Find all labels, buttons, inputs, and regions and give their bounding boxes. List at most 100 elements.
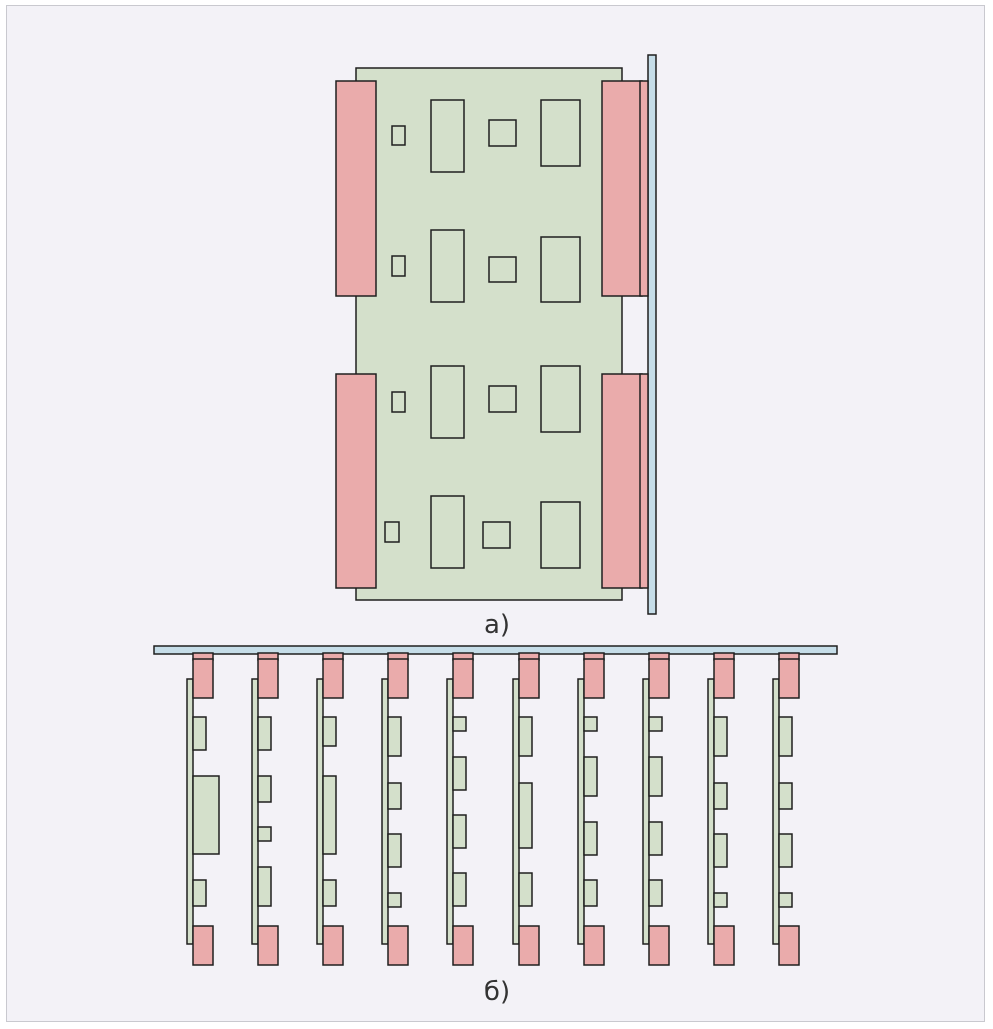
side-board-substrate xyxy=(772,678,780,945)
side-component xyxy=(257,826,272,842)
side-board-substrate xyxy=(446,678,454,945)
side-top-connector xyxy=(257,658,279,699)
side-component xyxy=(387,892,402,908)
side-component xyxy=(713,833,728,868)
side-top-connector xyxy=(778,658,800,699)
side-component xyxy=(257,775,272,803)
side-board-3 xyxy=(316,652,344,966)
side-component xyxy=(518,782,533,849)
tall-chip-1 xyxy=(430,99,465,173)
side-component xyxy=(192,775,220,855)
side-bottom-connector xyxy=(257,925,279,966)
side-component xyxy=(713,782,728,810)
side-component xyxy=(778,716,793,757)
figure-a-caption: а) xyxy=(484,610,510,640)
right-connector-2 xyxy=(601,373,643,589)
side-component xyxy=(322,879,337,907)
side-component xyxy=(713,892,728,908)
small-chip-1 xyxy=(391,125,406,146)
side-board-9 xyxy=(707,652,735,966)
side-top-connector xyxy=(387,658,409,699)
tall-chip-4 xyxy=(430,495,465,569)
side-component xyxy=(778,892,793,908)
side-board-substrate xyxy=(251,678,259,945)
side-component xyxy=(192,716,207,751)
figure-a-board-front-view xyxy=(335,54,657,615)
large-chip-4 xyxy=(540,501,581,569)
side-component xyxy=(518,716,533,757)
side-bottom-connector xyxy=(192,925,214,966)
tall-chip-3 xyxy=(430,365,465,439)
side-bottom-connector xyxy=(322,925,344,966)
square-chip-3 xyxy=(488,385,517,413)
left-connector-1 xyxy=(335,80,377,297)
side-top-connector xyxy=(192,658,214,699)
side-board-5 xyxy=(446,652,474,966)
board-body xyxy=(355,67,623,601)
side-bottom-connector xyxy=(648,925,670,966)
side-bottom-connector xyxy=(452,925,474,966)
side-component xyxy=(648,716,663,732)
small-chip-4 xyxy=(384,521,400,543)
side-component xyxy=(452,756,467,791)
side-bottom-connector xyxy=(778,925,800,966)
side-board-substrate xyxy=(707,678,715,945)
left-connector-2 xyxy=(335,373,377,589)
side-top-connector xyxy=(452,658,474,699)
horizontal-backplane xyxy=(153,645,838,655)
side-board-6 xyxy=(512,652,540,966)
tall-chip-2 xyxy=(430,229,465,303)
side-component xyxy=(452,872,467,907)
side-top-connector xyxy=(713,658,735,699)
side-board-8 xyxy=(642,652,670,966)
side-component xyxy=(387,716,402,757)
side-component xyxy=(648,821,663,856)
large-chip-1 xyxy=(540,99,581,167)
side-bottom-connector xyxy=(387,925,409,966)
large-chip-2 xyxy=(540,236,581,303)
side-component xyxy=(583,716,598,732)
small-chip-3 xyxy=(391,391,406,413)
side-board-substrate xyxy=(577,678,585,945)
side-component xyxy=(452,716,467,732)
side-top-connector xyxy=(648,658,670,699)
side-component xyxy=(257,866,272,907)
side-component xyxy=(713,716,728,757)
side-component xyxy=(387,833,402,868)
square-chip-2 xyxy=(488,256,517,283)
side-board-10 xyxy=(772,652,800,966)
square-chip-4 xyxy=(482,521,511,549)
side-component xyxy=(257,716,272,751)
square-chip-1 xyxy=(488,119,517,147)
side-component xyxy=(648,879,663,907)
side-component xyxy=(583,821,598,856)
right-connector-lip-1 xyxy=(639,80,649,297)
side-board-1 xyxy=(186,652,220,966)
side-bottom-connector xyxy=(583,925,605,966)
side-board-substrate xyxy=(512,678,520,945)
side-bottom-connector xyxy=(518,925,540,966)
right-connector-1 xyxy=(601,80,643,297)
side-component xyxy=(192,879,207,907)
side-component xyxy=(583,756,598,797)
side-board-substrate xyxy=(381,678,389,945)
side-component xyxy=(322,775,337,855)
side-component xyxy=(518,872,533,907)
side-board-substrate xyxy=(186,678,194,945)
small-chip-2 xyxy=(391,255,406,277)
side-board-substrate xyxy=(642,678,650,945)
side-component xyxy=(452,814,467,849)
side-bottom-connector xyxy=(713,925,735,966)
side-component xyxy=(648,756,663,797)
side-board-substrate xyxy=(316,678,324,945)
side-top-connector xyxy=(322,658,344,699)
side-component xyxy=(387,782,402,810)
side-component xyxy=(778,833,793,868)
right-connector-lip-2 xyxy=(639,373,649,589)
side-component xyxy=(322,716,337,747)
side-component xyxy=(778,782,793,810)
figure-b-caption: б) xyxy=(484,977,510,1007)
side-board-2 xyxy=(251,652,279,966)
side-top-connector xyxy=(583,658,605,699)
